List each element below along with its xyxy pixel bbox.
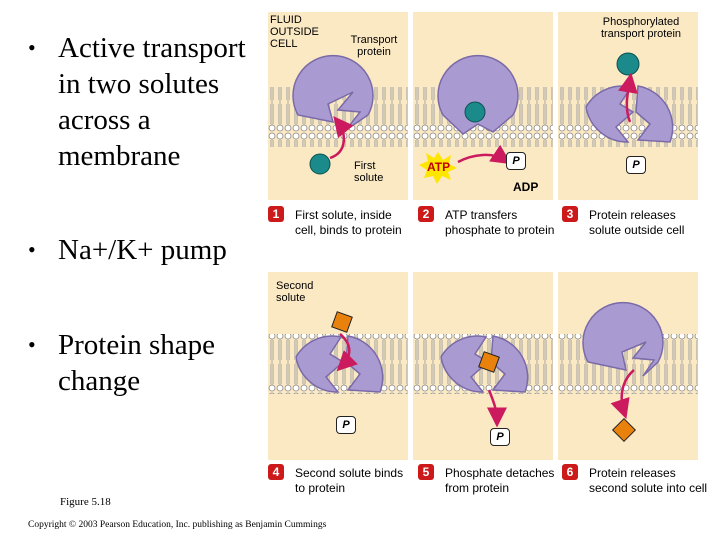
first-solute-shape: [616, 52, 640, 76]
bullet-dot-icon: •: [28, 237, 36, 262]
first-solute-shape: [464, 101, 486, 123]
step-4-panel: Second solute P: [268, 272, 408, 460]
transport-protein-left: [585, 85, 635, 143]
second-solute-shape: [478, 351, 500, 373]
step-3-badge: 3: [562, 206, 578, 222]
figure-label: Figure 5.18: [60, 496, 111, 508]
second-solute-shape: [611, 417, 637, 443]
step-2-caption: ATP transfers phosphate to protein: [445, 208, 555, 237]
step-1-panel: FLUID OUTSIDE CELL Transport protein Fir…: [268, 12, 408, 200]
step-6-badge: 6: [562, 464, 578, 480]
phosphate-chip: P: [626, 156, 646, 174]
binding-arrow: [329, 116, 354, 160]
step-2-panel: ATP P ADP: [413, 12, 553, 200]
transport-protein-shape: [292, 54, 374, 131]
bullet-item: • Active transport in two solutes across…: [28, 30, 258, 174]
atp-burst: [419, 152, 457, 184]
adp-label: ADP: [513, 180, 539, 194]
first-solute-shape: [309, 153, 331, 175]
transport-protein-shape: [582, 301, 664, 377]
step-4-badge: 4: [268, 464, 284, 480]
step-4-caption: Second solute binds to protein: [295, 466, 404, 495]
phosphate-arrow: [457, 144, 512, 165]
phosphate-chip: P: [490, 428, 510, 446]
bullet-dot-icon: •: [28, 35, 36, 60]
step-2-badge: 2: [418, 206, 434, 222]
step-6-panel: [558, 272, 698, 460]
bullet-text: Na+/K+ pump: [58, 234, 227, 266]
step-3-caption: Protein releases solute outside cell: [589, 208, 685, 237]
release-arrow: [618, 72, 638, 123]
second-solute-label: Second solute: [276, 280, 314, 304]
copyright-text: Copyright © 2003 Pearson Education, Inc.…: [28, 520, 327, 530]
transport-protein-label: Transport protein: [350, 34, 398, 58]
phosphate-chip: P: [336, 416, 356, 434]
release-arrow: [610, 369, 635, 420]
step-6-caption: Protein releases second solute into cell: [589, 466, 708, 495]
bullet-text: Active transport in two solutes across a…: [58, 32, 246, 172]
first-solute-label: First solute: [354, 160, 384, 184]
phosphate-chip: P: [506, 152, 526, 170]
bullet-item: • Protein shape change: [28, 327, 258, 399]
fluid-outside-label: FLUID OUTSIDE CELL: [270, 14, 319, 50]
transport-protein-right: [635, 85, 674, 143]
bullet-item: • Na+/K+ pump: [28, 232, 227, 268]
step-5-badge: 5: [418, 464, 434, 480]
bullet-dot-icon: •: [28, 332, 36, 357]
binding-arrow: [336, 333, 358, 372]
step-5-panel: P: [413, 272, 553, 460]
detach-arrow: [486, 389, 507, 428]
step-1-badge: 1: [268, 206, 284, 222]
transport-protein-shape: [437, 54, 519, 135]
bullet-text: Protein shape change: [58, 329, 216, 397]
step-1-caption: First solute, inside cell, binds to prot…: [295, 208, 402, 237]
phosphorylated-label: Phosphorylated transport protein: [600, 16, 682, 40]
atp-label: ATP: [427, 160, 451, 174]
step-5-caption: Phosphate detaches from protein: [445, 466, 555, 495]
second-solute-shape: [331, 311, 353, 333]
step-3-panel: Phosphorylated transport protein P: [558, 12, 698, 200]
